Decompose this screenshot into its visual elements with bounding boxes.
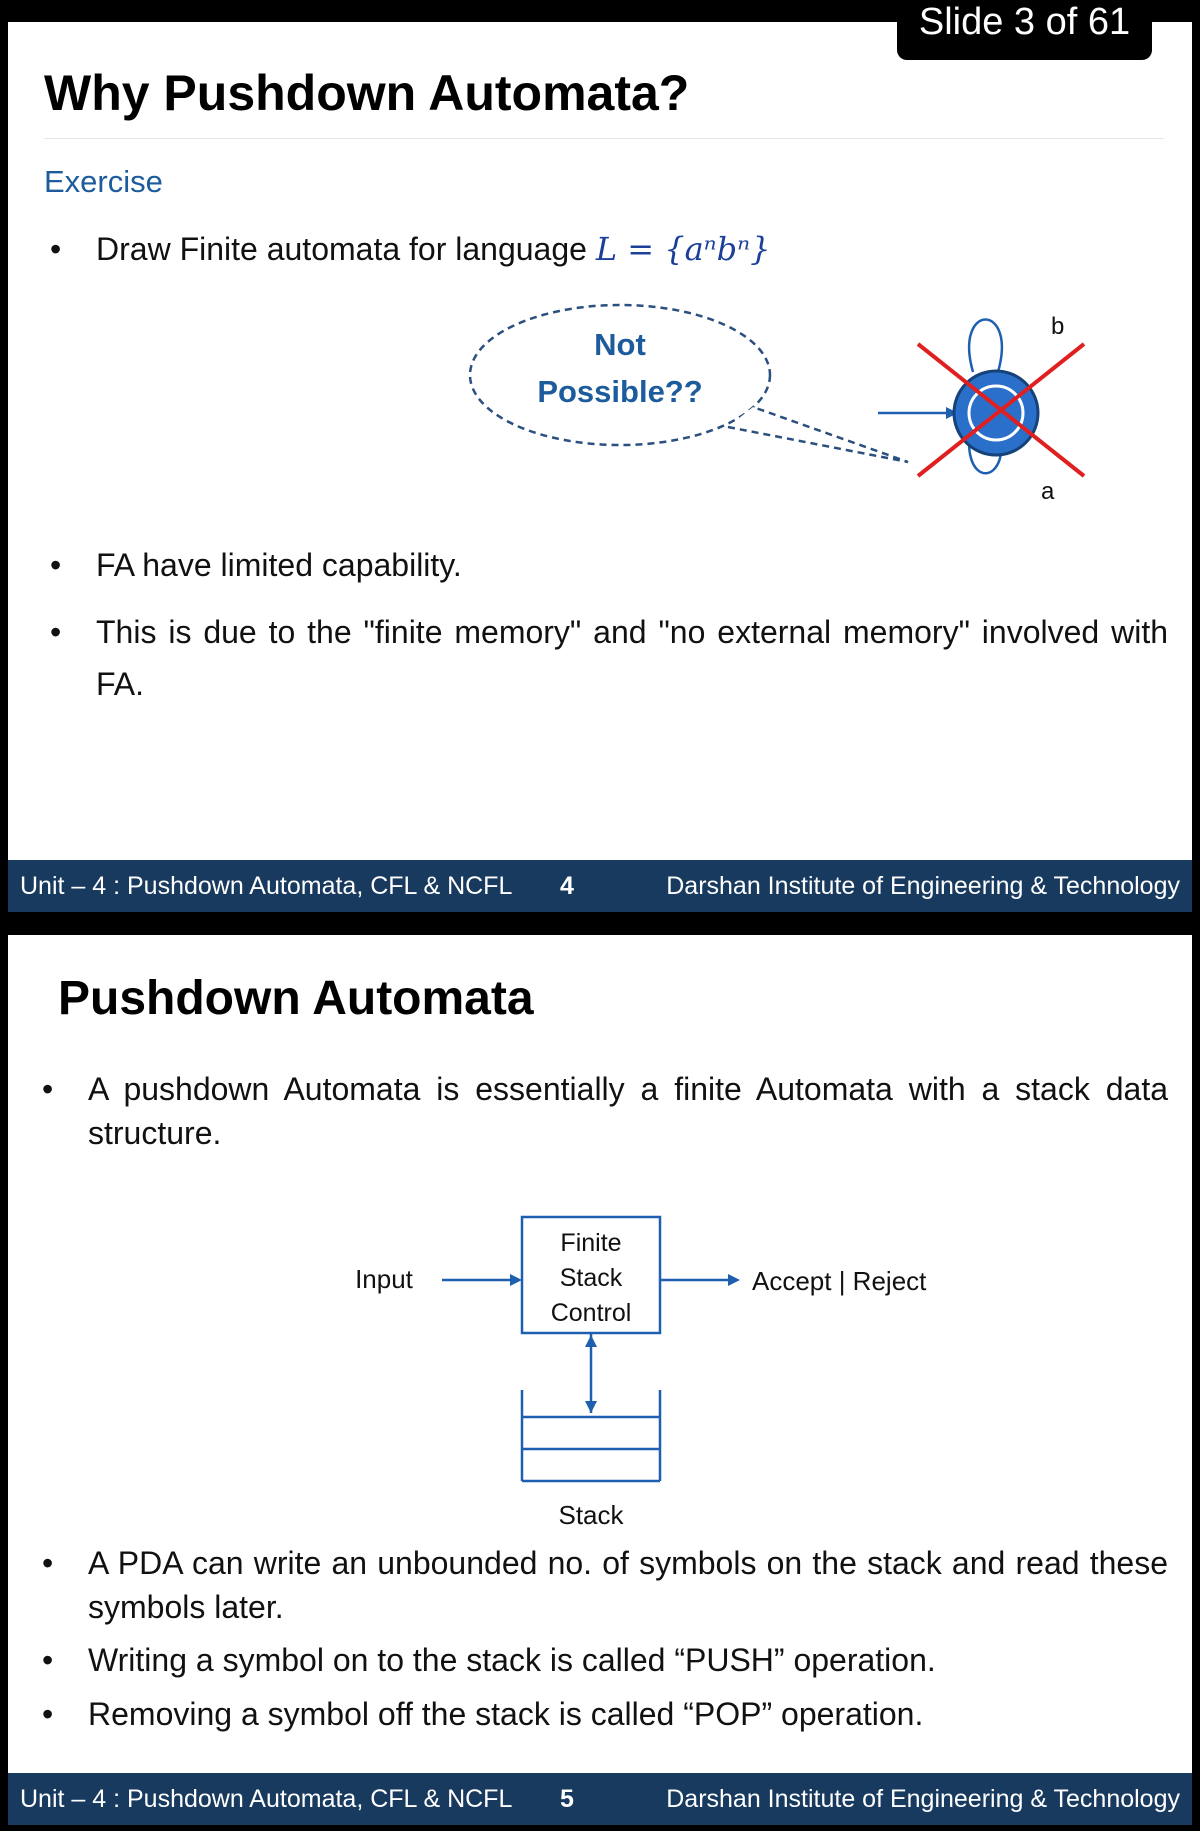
footer-institute: Darshan Institute of Engineering & Techn… [666, 871, 1180, 900]
slide-pushdown-automata: Pushdown Automata • A pushdown Automata … [8, 935, 1192, 1810]
bullet-text: This is due to the "finite memory" and "… [96, 614, 1168, 702]
slide-footer: Unit – 4 : Pushdown Automata, CFL & NCFL… [8, 860, 1192, 912]
bullet-draw-fa: • Draw Finite automata for language L = … [50, 230, 771, 268]
stack-label: Stack [558, 1500, 624, 1530]
label-a: a [1041, 478, 1055, 505]
bullet-text: Removing a symbol off the stack is calle… [88, 1696, 924, 1732]
box-line3: Control [551, 1299, 632, 1327]
bullet-text: Writing a symbol on to the stack is call… [88, 1642, 936, 1678]
footer-page-number: 4 [560, 871, 574, 900]
language-formula: L = {aⁿbⁿ} [595, 230, 771, 268]
bullet-text: A pushdown Automata is essentially a fin… [88, 1071, 1168, 1151]
pda-diagram: Input Finite Stack Control Accept | Reje… [355, 1215, 927, 1530]
start-arrow-icon [946, 407, 958, 419]
label-b: b [1051, 313, 1064, 340]
footer-unit: Unit – 4 : Pushdown Automata, CFL & NCFL [20, 1784, 513, 1813]
fa-state: b a [878, 313, 1086, 505]
bullet-text: A PDA can write an unbounded no. of symb… [88, 1545, 1168, 1625]
bullet-pop: • Removing a symbol off the stack is cal… [42, 1696, 924, 1732]
bullet-text: FA have limited capability. [96, 547, 462, 583]
finite-stack-control-box [520, 1215, 662, 1335]
exercise-heading: Exercise [44, 164, 163, 199]
input-arrow-icon [510, 1274, 522, 1286]
output-arrow-icon [728, 1274, 740, 1286]
box-line2: Stack [560, 1264, 623, 1292]
bullet-finite-memory: • This is due to the "finite memory" and… [50, 614, 1168, 702]
bullet-pda-write: • A PDA can write an unbounded no. of sy… [42, 1545, 1168, 1625]
title-divider [44, 138, 1164, 139]
output-label: Accept | Reject [752, 1266, 927, 1296]
input-label: Input [355, 1264, 414, 1294]
bubble-line2: Possible?? [537, 374, 702, 409]
slide-why-pushdown: Why Pushdown Automata? Exercise • Draw F… [8, 22, 1192, 860]
slide-footer: Unit – 4 : Pushdown Automata, CFL & NCFL… [8, 1773, 1192, 1825]
bullet-pda-definition: • A pushdown Automata is essentially a f… [42, 1071, 1168, 1151]
box-line1: Finite [560, 1229, 621, 1257]
footer-page-number: 5 [560, 1784, 574, 1813]
fa-diagram: Not Possible?? b a [468, 303, 1086, 505]
stack-icon [520, 1390, 662, 1483]
speech-bubble: Not Possible?? [468, 303, 909, 464]
footer-unit: Unit – 4 : Pushdown Automata, CFL & NCFL [20, 871, 513, 900]
footer-institute: Darshan Institute of Engineering & Techn… [666, 1784, 1180, 1813]
bullet-text: Draw Finite automata for language [96, 231, 596, 267]
double-arrow-icon [585, 1335, 597, 1347]
slide-title: Why Pushdown Automata? [44, 65, 690, 121]
slide-title: Pushdown Automata [58, 972, 534, 1025]
bullet-limited-capability: • FA have limited capability. [50, 547, 462, 583]
bullet-push: • Writing a symbol on to the stack is ca… [42, 1642, 936, 1678]
bubble-line1: Not [594, 327, 646, 362]
slide-counter-badge: Slide 3 of 61 [897, 0, 1152, 60]
